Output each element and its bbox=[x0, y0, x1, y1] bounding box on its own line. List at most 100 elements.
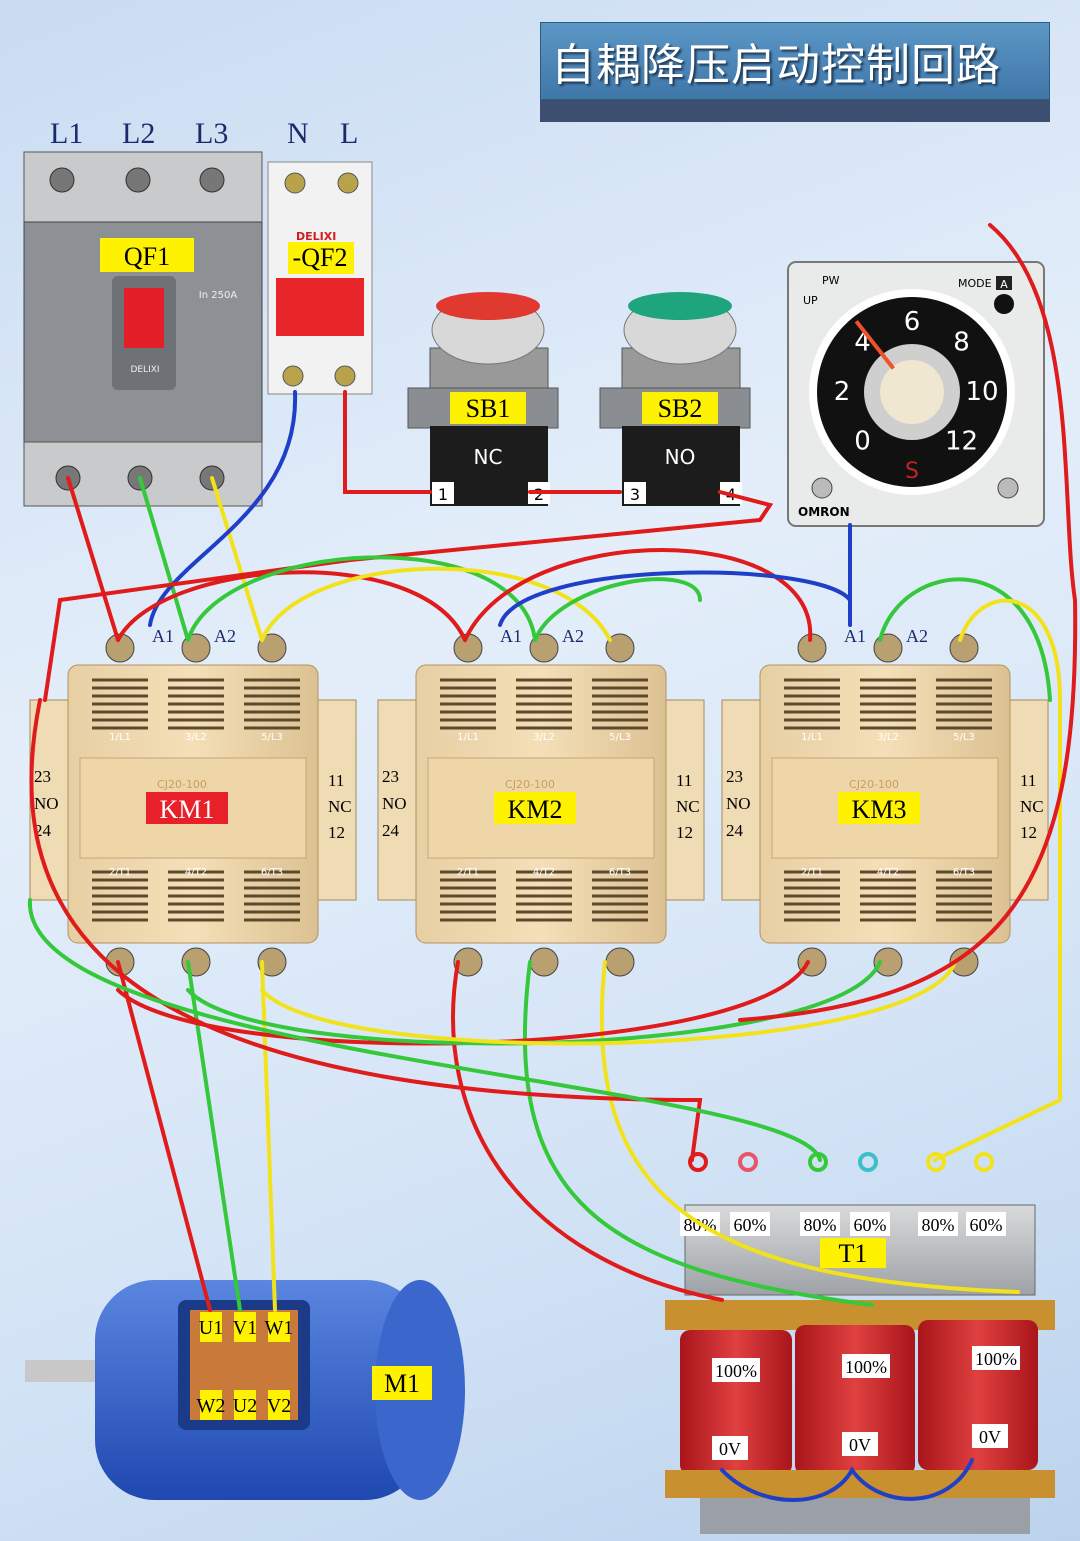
terminal-number: 2 bbox=[534, 485, 544, 504]
line-terminal-label: 3/L2 bbox=[877, 732, 899, 743]
timer-brand: OMRON bbox=[798, 505, 850, 519]
line-terminal-label: 1/L1 bbox=[801, 732, 823, 743]
line-screw[interactable] bbox=[605, 633, 635, 663]
wire bbox=[138, 476, 190, 642]
dial-number: 12 bbox=[945, 426, 978, 456]
load-screw[interactable] bbox=[605, 947, 635, 977]
wire bbox=[451, 960, 724, 1302]
motor-label: M1 bbox=[384, 1369, 420, 1398]
contact-type: NO bbox=[665, 445, 696, 469]
load-screw[interactable] bbox=[529, 947, 559, 977]
wire bbox=[43, 490, 774, 702]
load-screw[interactable] bbox=[949, 947, 979, 977]
tap-label: 80% bbox=[922, 1215, 955, 1235]
load-terminal-label: 6/T3 bbox=[261, 867, 283, 878]
load-screw[interactable] bbox=[257, 947, 287, 977]
button-cap[interactable] bbox=[628, 292, 732, 320]
wire bbox=[343, 390, 432, 494]
label-l2: L2 bbox=[122, 117, 155, 150]
model-label: CJ20-100 bbox=[157, 778, 207, 791]
label-l: L bbox=[340, 117, 358, 150]
coil-a1: A1 bbox=[844, 626, 866, 646]
no-contact-label: 23 bbox=[34, 767, 51, 786]
nc-contact-label: 12 bbox=[328, 823, 345, 842]
line-screw[interactable] bbox=[949, 633, 979, 663]
motor-terminal: U1 bbox=[199, 1317, 223, 1339]
load-screw[interactable] bbox=[453, 947, 483, 977]
line-terminal-label: 3/L2 bbox=[185, 732, 207, 743]
qf1-handle[interactable] bbox=[124, 288, 164, 348]
qf1-label: QF1 bbox=[124, 242, 170, 271]
no-contact-label: NO bbox=[382, 794, 407, 813]
label-l3: L3 bbox=[195, 117, 228, 150]
tap-label: 60% bbox=[854, 1215, 887, 1235]
line-screw[interactable] bbox=[873, 633, 903, 663]
nc-contact-label: 12 bbox=[676, 823, 693, 842]
wire bbox=[116, 960, 212, 1312]
button-label: SB1 bbox=[466, 394, 511, 423]
line-screw[interactable] bbox=[529, 633, 559, 663]
load-terminal-label: 6/T3 bbox=[609, 867, 631, 878]
contactor-label: KM1 bbox=[160, 795, 215, 824]
nc-contact-label: 11 bbox=[1020, 771, 1036, 790]
qf1-breaker: QF1 In 250A DELIXI bbox=[23, 151, 263, 507]
dial-number: 2 bbox=[834, 377, 851, 407]
no-contact-label: 23 bbox=[726, 767, 743, 786]
line-terminal-label: 1/L1 bbox=[457, 732, 479, 743]
pw-led-label: PW bbox=[822, 274, 840, 287]
full-tap-label: 100% bbox=[845, 1357, 887, 1377]
model-label: CJ20-100 bbox=[505, 778, 555, 791]
load-terminal-label: 4/T2 bbox=[185, 867, 207, 878]
wire bbox=[463, 548, 813, 642]
load-terminal-label: 4/T2 bbox=[533, 867, 555, 878]
coil-a1: A1 bbox=[152, 626, 174, 646]
dial-number: 6 bbox=[904, 307, 921, 337]
dial-knob[interactable] bbox=[880, 360, 944, 424]
coil-a1: A1 bbox=[500, 626, 522, 646]
page-title: 自耦降压启动控制回路 bbox=[551, 40, 1001, 91]
no-contact-label: 23 bbox=[382, 767, 399, 786]
qf2-breaker: DELIXI -QF2 bbox=[267, 161, 373, 395]
contactor-label: KM3 bbox=[852, 795, 907, 824]
qf1-tag bbox=[100, 238, 194, 272]
wire bbox=[738, 223, 1078, 1022]
nc-contact-label: 11 bbox=[328, 771, 344, 790]
wire bbox=[260, 566, 612, 642]
qf1-brand: DELIXI bbox=[130, 365, 159, 375]
motor-terminal: W2 bbox=[197, 1395, 226, 1417]
full-tap-label: 100% bbox=[715, 1361, 757, 1381]
button-cap[interactable] bbox=[436, 292, 540, 320]
terminal-number: 3 bbox=[630, 485, 640, 504]
nc-contact-label: NC bbox=[1020, 797, 1044, 816]
wire bbox=[260, 960, 277, 1312]
load-terminal-label: 2/T1 bbox=[457, 867, 479, 878]
dial-pointer bbox=[854, 320, 895, 370]
wire bbox=[599, 960, 1020, 1294]
wire bbox=[186, 555, 537, 642]
qf1-rating: In 250A bbox=[199, 290, 238, 301]
contactor-label: KM2 bbox=[508, 795, 563, 824]
zero-tap-label: 0V bbox=[719, 1439, 741, 1459]
terminal-number: 1 bbox=[438, 485, 448, 504]
dial-number: 10 bbox=[965, 377, 998, 407]
qf2-handle[interactable] bbox=[276, 278, 364, 336]
motor-terminal: V1 bbox=[233, 1317, 257, 1339]
mode-button[interactable] bbox=[994, 294, 1014, 314]
no-contact-label: 24 bbox=[726, 821, 744, 840]
mode-value: A bbox=[1000, 278, 1008, 291]
transformer-label: T1 bbox=[839, 1239, 868, 1268]
up-led-label: UP bbox=[803, 294, 818, 307]
zero-tap-label: 0V bbox=[849, 1435, 871, 1455]
line-terminal-label: 3/L2 bbox=[533, 732, 555, 743]
line-terminal-label: 5/L3 bbox=[261, 732, 283, 743]
wire bbox=[66, 476, 120, 642]
dial-number: 8 bbox=[953, 328, 970, 358]
wire bbox=[210, 476, 264, 642]
line-terminal-label: 1/L1 bbox=[109, 732, 131, 743]
load-screw[interactable] bbox=[873, 947, 903, 977]
coil-a2: A2 bbox=[214, 626, 236, 646]
line-screw[interactable] bbox=[257, 633, 287, 663]
label-l1: L1 bbox=[50, 117, 83, 150]
